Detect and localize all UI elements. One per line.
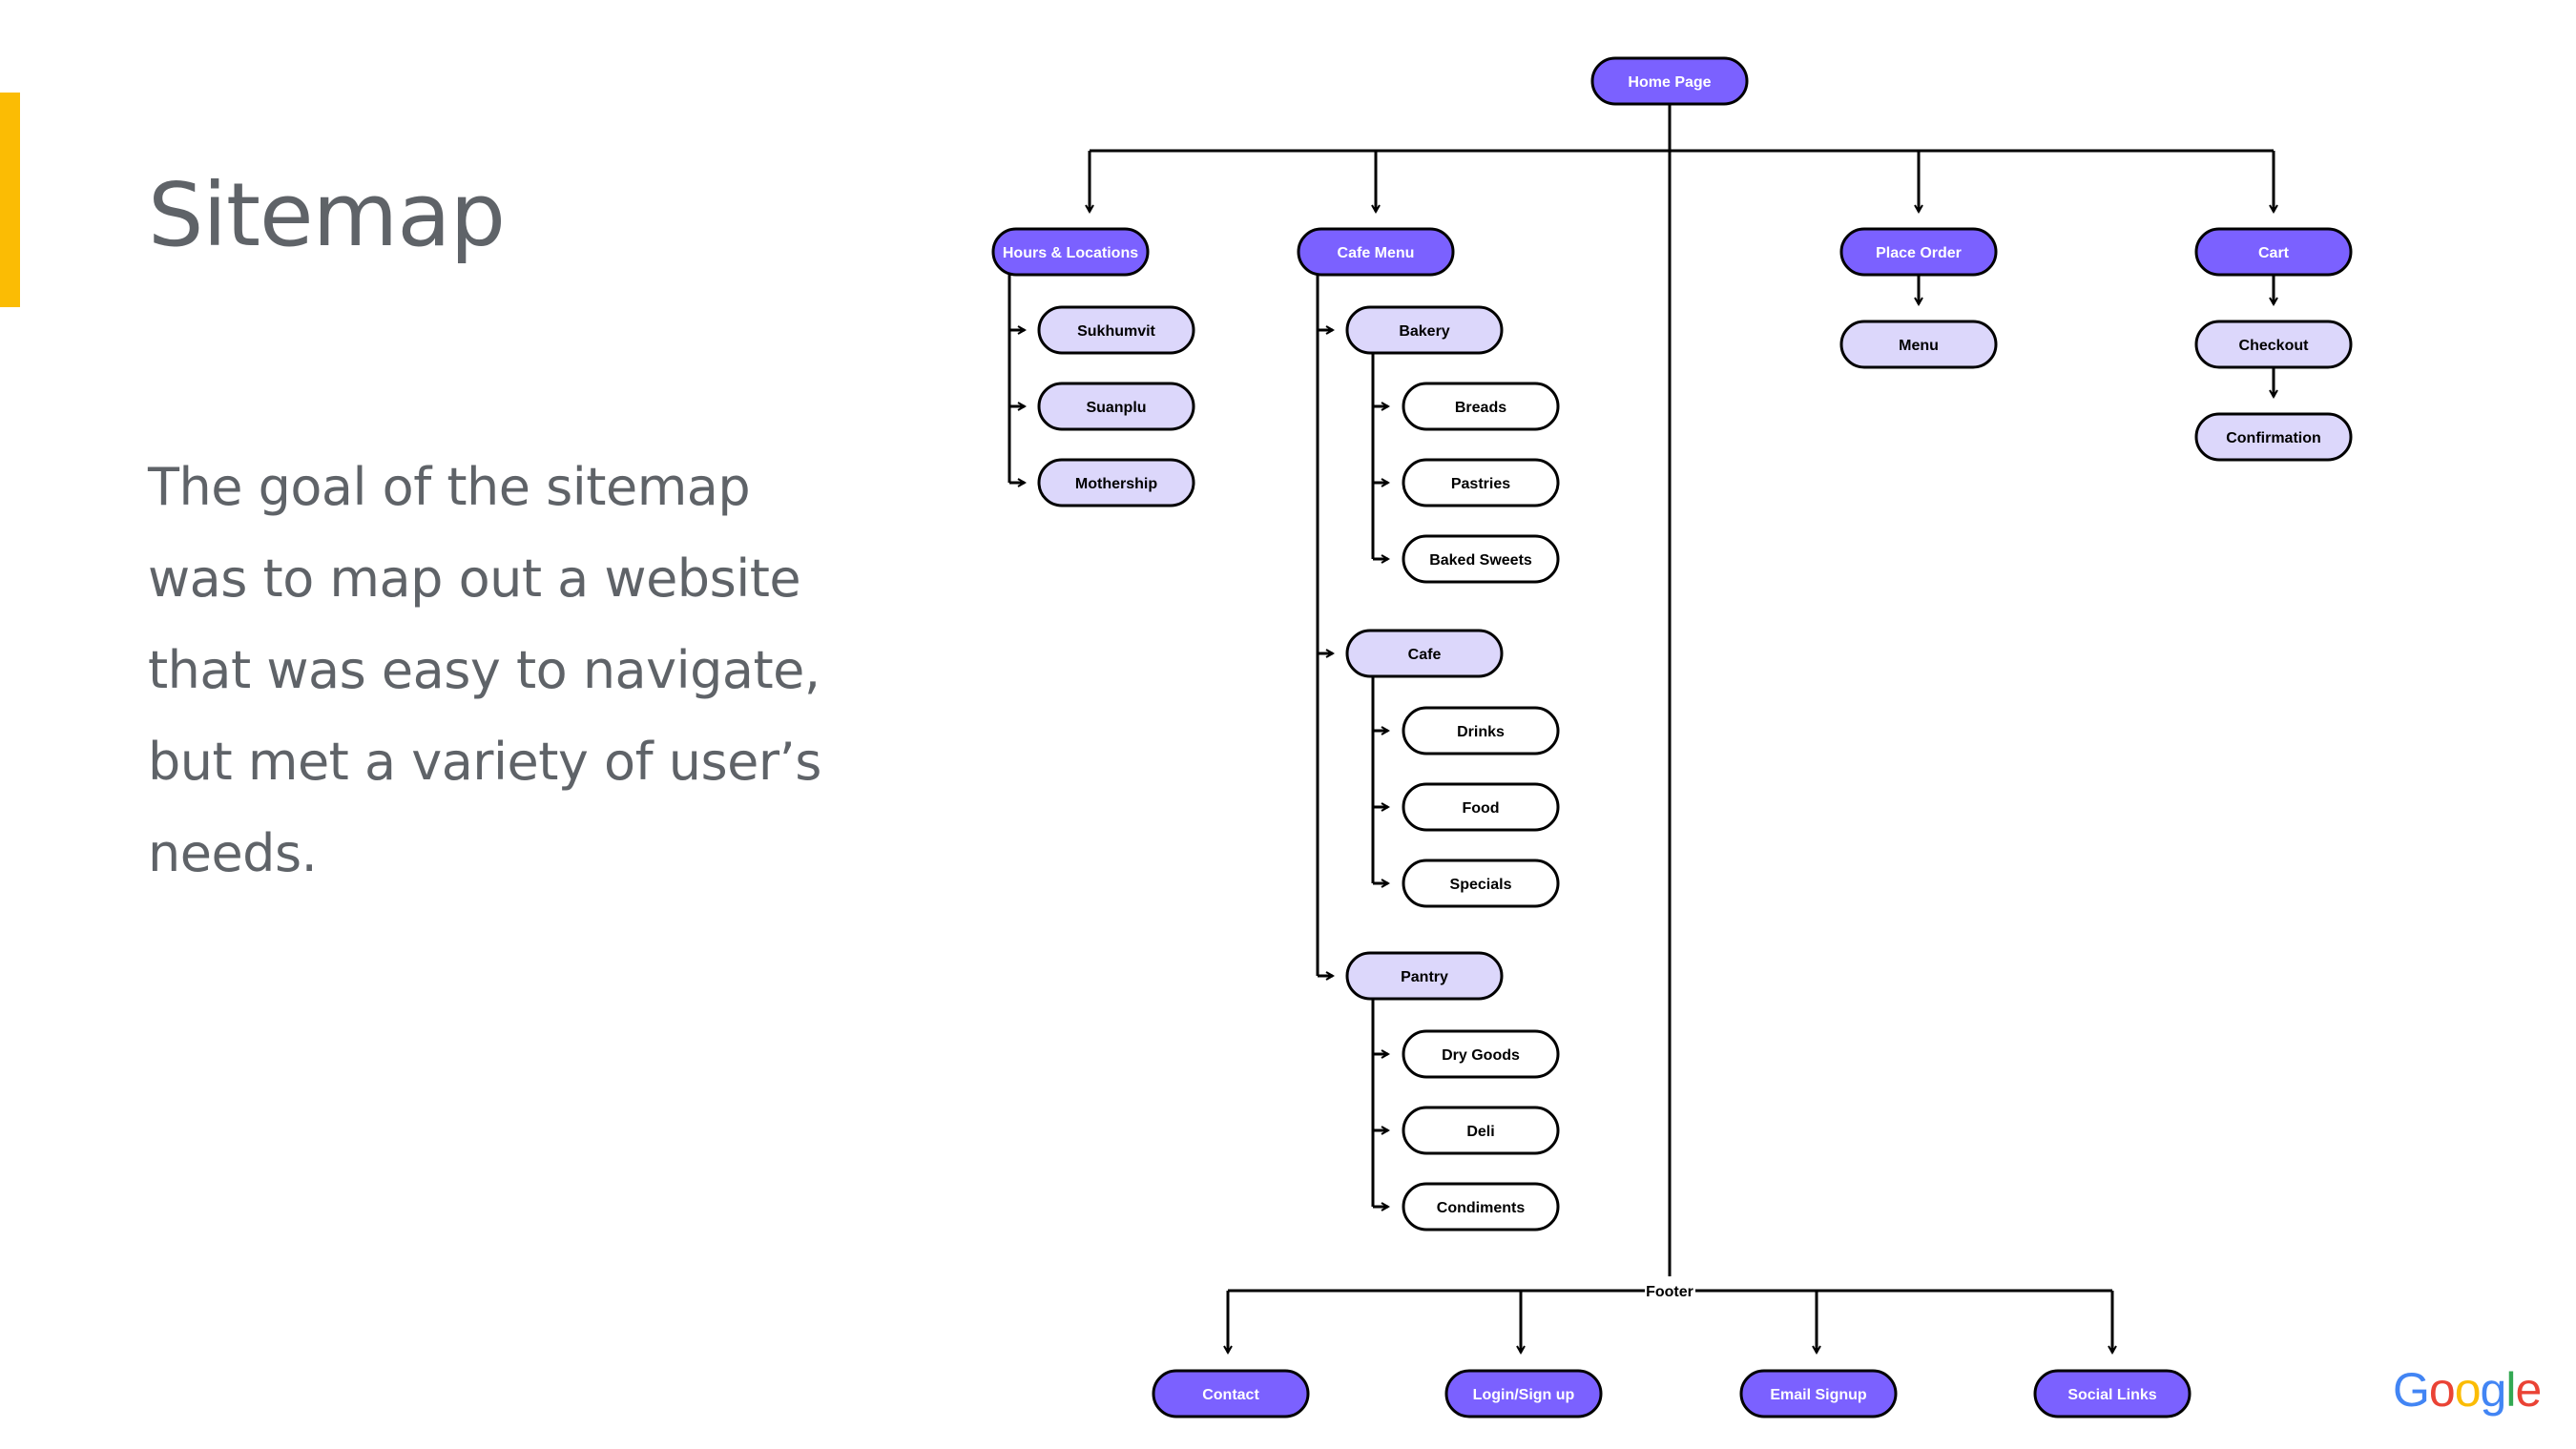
node-label: Confirmation — [2226, 430, 2321, 446]
sitemap-node-bakedsweets: Baked Sweets — [1402, 534, 1560, 584]
logo-letter: o — [2454, 1363, 2482, 1417]
node-label: Suanplu — [1086, 400, 1146, 416]
node-box — [1152, 1369, 1310, 1418]
node-label: Contact — [1202, 1387, 1259, 1403]
sitemap-node-condiments: Condiments — [1402, 1182, 1560, 1232]
node-box — [1402, 782, 1560, 832]
node-box — [1345, 629, 1504, 678]
node-box — [1739, 1369, 1898, 1418]
sitemap-node-checkout: Checkout — [2194, 320, 2353, 369]
sitemap-node-drygoods: Dry Goods — [1402, 1029, 1560, 1079]
node-label: Bakery — [1399, 323, 1449, 340]
sitemap-node-mothership: Mothership — [1037, 458, 1195, 507]
sitemap-node-ordermenu: Menu — [1839, 320, 1998, 369]
sitemap-node-contact: Contact — [1152, 1369, 1310, 1418]
node-label: Pastries — [1451, 476, 1510, 492]
accent-bar — [0, 93, 20, 307]
sitemap-node-social: Social Links — [2033, 1369, 2192, 1418]
connector-lines — [1008, 105, 2274, 1353]
node-box — [1402, 706, 1560, 756]
sitemap-node-email: Email Signup — [1739, 1369, 1898, 1418]
node-label: Checkout — [2239, 338, 2310, 354]
node-label: Mothership — [1075, 476, 1157, 492]
logo-letter: l — [2505, 1363, 2516, 1417]
node-box — [1037, 305, 1195, 355]
node-label: Social Links — [2067, 1387, 2156, 1403]
node-label: Breads — [1455, 400, 1506, 416]
slide-description: The goal of the sitemap was to map out a… — [148, 457, 821, 883]
node-label: Hours & Locations — [1003, 245, 1138, 261]
node-label: Baked Sweets — [1429, 552, 1532, 569]
sitemap-node-cafemenu: Cafe Menu — [1297, 227, 1455, 277]
node-label: Deli — [1466, 1124, 1494, 1140]
node-label: Login/Sign up — [1473, 1387, 1575, 1403]
sitemap-node-specials: Specials — [1402, 859, 1560, 908]
sitemap-node-breads: Breads — [1402, 382, 1560, 431]
node-box — [991, 227, 1150, 277]
node-box — [1590, 56, 1749, 106]
node-box — [2194, 412, 2353, 462]
node-box — [1402, 534, 1560, 584]
sitemap-node-confirmation: Confirmation — [2194, 412, 2353, 462]
node-box — [2194, 320, 2353, 369]
sitemap-node-login: Login/Sign up — [1444, 1369, 1603, 1418]
node-box — [1037, 382, 1195, 431]
node-box — [1839, 320, 1998, 369]
sitemap-node-pantry: Pantry — [1345, 951, 1504, 1001]
node-box — [1402, 1182, 1560, 1232]
sitemap-node-cafe: Cafe — [1345, 629, 1504, 678]
node-box — [1402, 859, 1560, 908]
sitemap-node-placeorder: Place Order — [1839, 227, 1998, 277]
slide-title: Sitemap — [148, 164, 506, 266]
node-box — [1297, 227, 1455, 277]
node-box — [1402, 1029, 1560, 1079]
node-label: Pantry — [1401, 969, 1448, 985]
node-label: Food — [1462, 800, 1499, 817]
sitemap-node-food: Food — [1402, 782, 1560, 832]
node-box — [1345, 951, 1504, 1001]
node-label: Drinks — [1457, 724, 1505, 740]
node-box — [1402, 458, 1560, 507]
node-label: Cafe — [1408, 647, 1442, 663]
node-label: Cafe Menu — [1338, 245, 1415, 261]
google-logo: Google — [2393, 1363, 2542, 1417]
node-box — [2033, 1369, 2192, 1418]
node-label: Email Signup — [1770, 1387, 1867, 1403]
logo-letter: e — [2515, 1363, 2542, 1417]
node-box — [2194, 227, 2353, 277]
node-label: Specials — [1450, 877, 1512, 893]
node-label: Condiments — [1437, 1200, 1526, 1216]
node-label: Home Page — [1628, 74, 1711, 91]
sitemap-node-bakery: Bakery — [1345, 305, 1504, 355]
sitemap-node-hours: Hours & Locations — [991, 227, 1150, 277]
sitemap-node-home: Home Page — [1590, 56, 1749, 106]
node-label: Sukhumvit — [1077, 323, 1155, 340]
sitemap-node-cart: Cart — [2194, 227, 2353, 277]
node-box — [1345, 305, 1504, 355]
node-label: Menu — [1899, 338, 1939, 354]
node-box — [1402, 382, 1560, 431]
node-box — [1402, 1106, 1560, 1155]
logo-letter: g — [2480, 1363, 2507, 1417]
footer-label: Footer — [1646, 1284, 1693, 1300]
node-label: Place Order — [1876, 245, 1962, 261]
logo-letter: o — [2428, 1363, 2456, 1417]
node-label: Dry Goods — [1442, 1047, 1520, 1064]
sitemap-node-sukhumvit: Sukhumvit — [1037, 305, 1195, 355]
node-box — [1444, 1369, 1603, 1418]
sitemap-node-pastries: Pastries — [1402, 458, 1560, 507]
node-label: Cart — [2258, 245, 2290, 261]
sitemap-node-suanplu: Suanplu — [1037, 382, 1195, 431]
sitemap-node-deli: Deli — [1402, 1106, 1560, 1155]
sitemap-node-drinks: Drinks — [1402, 706, 1560, 756]
node-box — [1839, 227, 1998, 277]
logo-letter: G — [2393, 1363, 2430, 1417]
node-box — [1037, 458, 1195, 507]
